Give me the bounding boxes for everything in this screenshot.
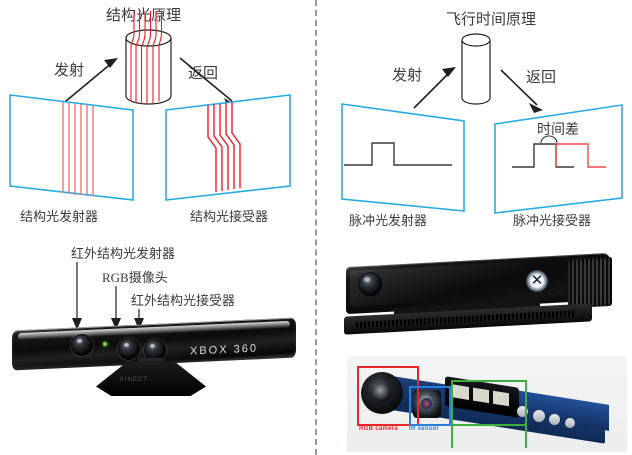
structured-light-emit-label: 发射	[54, 63, 85, 79]
capacitor	[517, 406, 528, 417]
kinect-v1-callout-arrows	[72, 262, 144, 330]
emitter-pulse-waveform	[344, 142, 452, 166]
ir-receiver-lens	[144, 339, 166, 361]
receiver-pulse-waveform	[512, 143, 574, 168]
kinect-board-photo: RGB camera IR sensor	[347, 356, 627, 452]
return-arrow	[500, 69, 543, 113]
time-difference-label: 时间差	[537, 123, 579, 138]
time-difference-bracket	[540, 135, 558, 144]
time-of-flight-diagram	[341, 33, 623, 214]
ir-sensor-caption: IR sensor	[409, 426, 440, 432]
emitter-panel	[9, 94, 134, 201]
ir-emitter-lens	[71, 334, 93, 356]
kinect-v1-base: KINECT	[96, 362, 206, 396]
pulse-receiver-panel	[494, 104, 623, 214]
rgb-camera-caption: RGB camera	[359, 426, 399, 432]
return-arrow	[179, 57, 238, 109]
rgb-camera-lens	[118, 338, 140, 360]
cylinder-light-stripes	[130, 11, 163, 104]
kinect-v2-vent-grille	[568, 256, 612, 309]
callout-rgb-camera-label: RGB摄像头	[102, 270, 168, 285]
structured-light-receiver-caption: 结构光接受器	[190, 209, 269, 224]
capacitor	[549, 414, 560, 425]
rgb-camera-highlight-box	[357, 366, 419, 426]
pulse-emitter-caption: 脉冲光发射器	[349, 213, 428, 228]
kinect-v1-device: XBOX 360 KINECT	[8, 317, 300, 408]
capacitor	[565, 418, 575, 428]
time-of-flight-emit-label: 发射	[392, 68, 423, 84]
pulse-receiver-caption: 脉冲光接受器	[513, 213, 592, 228]
time-of-flight-title: 飞行时间原理	[446, 12, 537, 28]
kinect-base-text: KINECT	[120, 377, 149, 383]
callout-arrow-ir-emitter	[72, 262, 82, 330]
structured-light-diagram	[9, 11, 291, 201]
callout-ir-emitter-label: 红外结构光发射器	[71, 246, 176, 261]
kinect-v2-camera-lens	[358, 272, 382, 296]
status-led	[103, 342, 107, 346]
kinect-v2-device: ✕	[340, 252, 626, 344]
emit-arrow	[413, 67, 456, 109]
pulse-emitter-panel	[341, 103, 465, 212]
object-cylinder	[461, 33, 491, 105]
emit-arrow	[59, 58, 118, 107]
vertical-dashed-divider	[315, 0, 317, 455]
time-of-flight-return-label: 返回	[526, 70, 557, 86]
ir-emitter-highlight-box	[451, 380, 527, 448]
receiver-stripes	[207, 102, 241, 192]
structured-light-title: 结构光原理	[106, 8, 182, 24]
callout-arrow-rgb-camera	[111, 286, 121, 330]
xbox-logo-icon: ✕	[526, 270, 548, 292]
callout-ir-receiver-label: 红外结构光接受器	[131, 293, 236, 308]
structured-light-emitter-caption: 结构光发射器	[20, 209, 99, 224]
emitter-stripes	[62, 102, 94, 196]
capacitor	[533, 410, 545, 422]
ir-sensor-highlight-box	[409, 386, 451, 426]
receiver-delayed-pulse	[555, 143, 606, 168]
rgb-camera-module	[361, 372, 403, 414]
